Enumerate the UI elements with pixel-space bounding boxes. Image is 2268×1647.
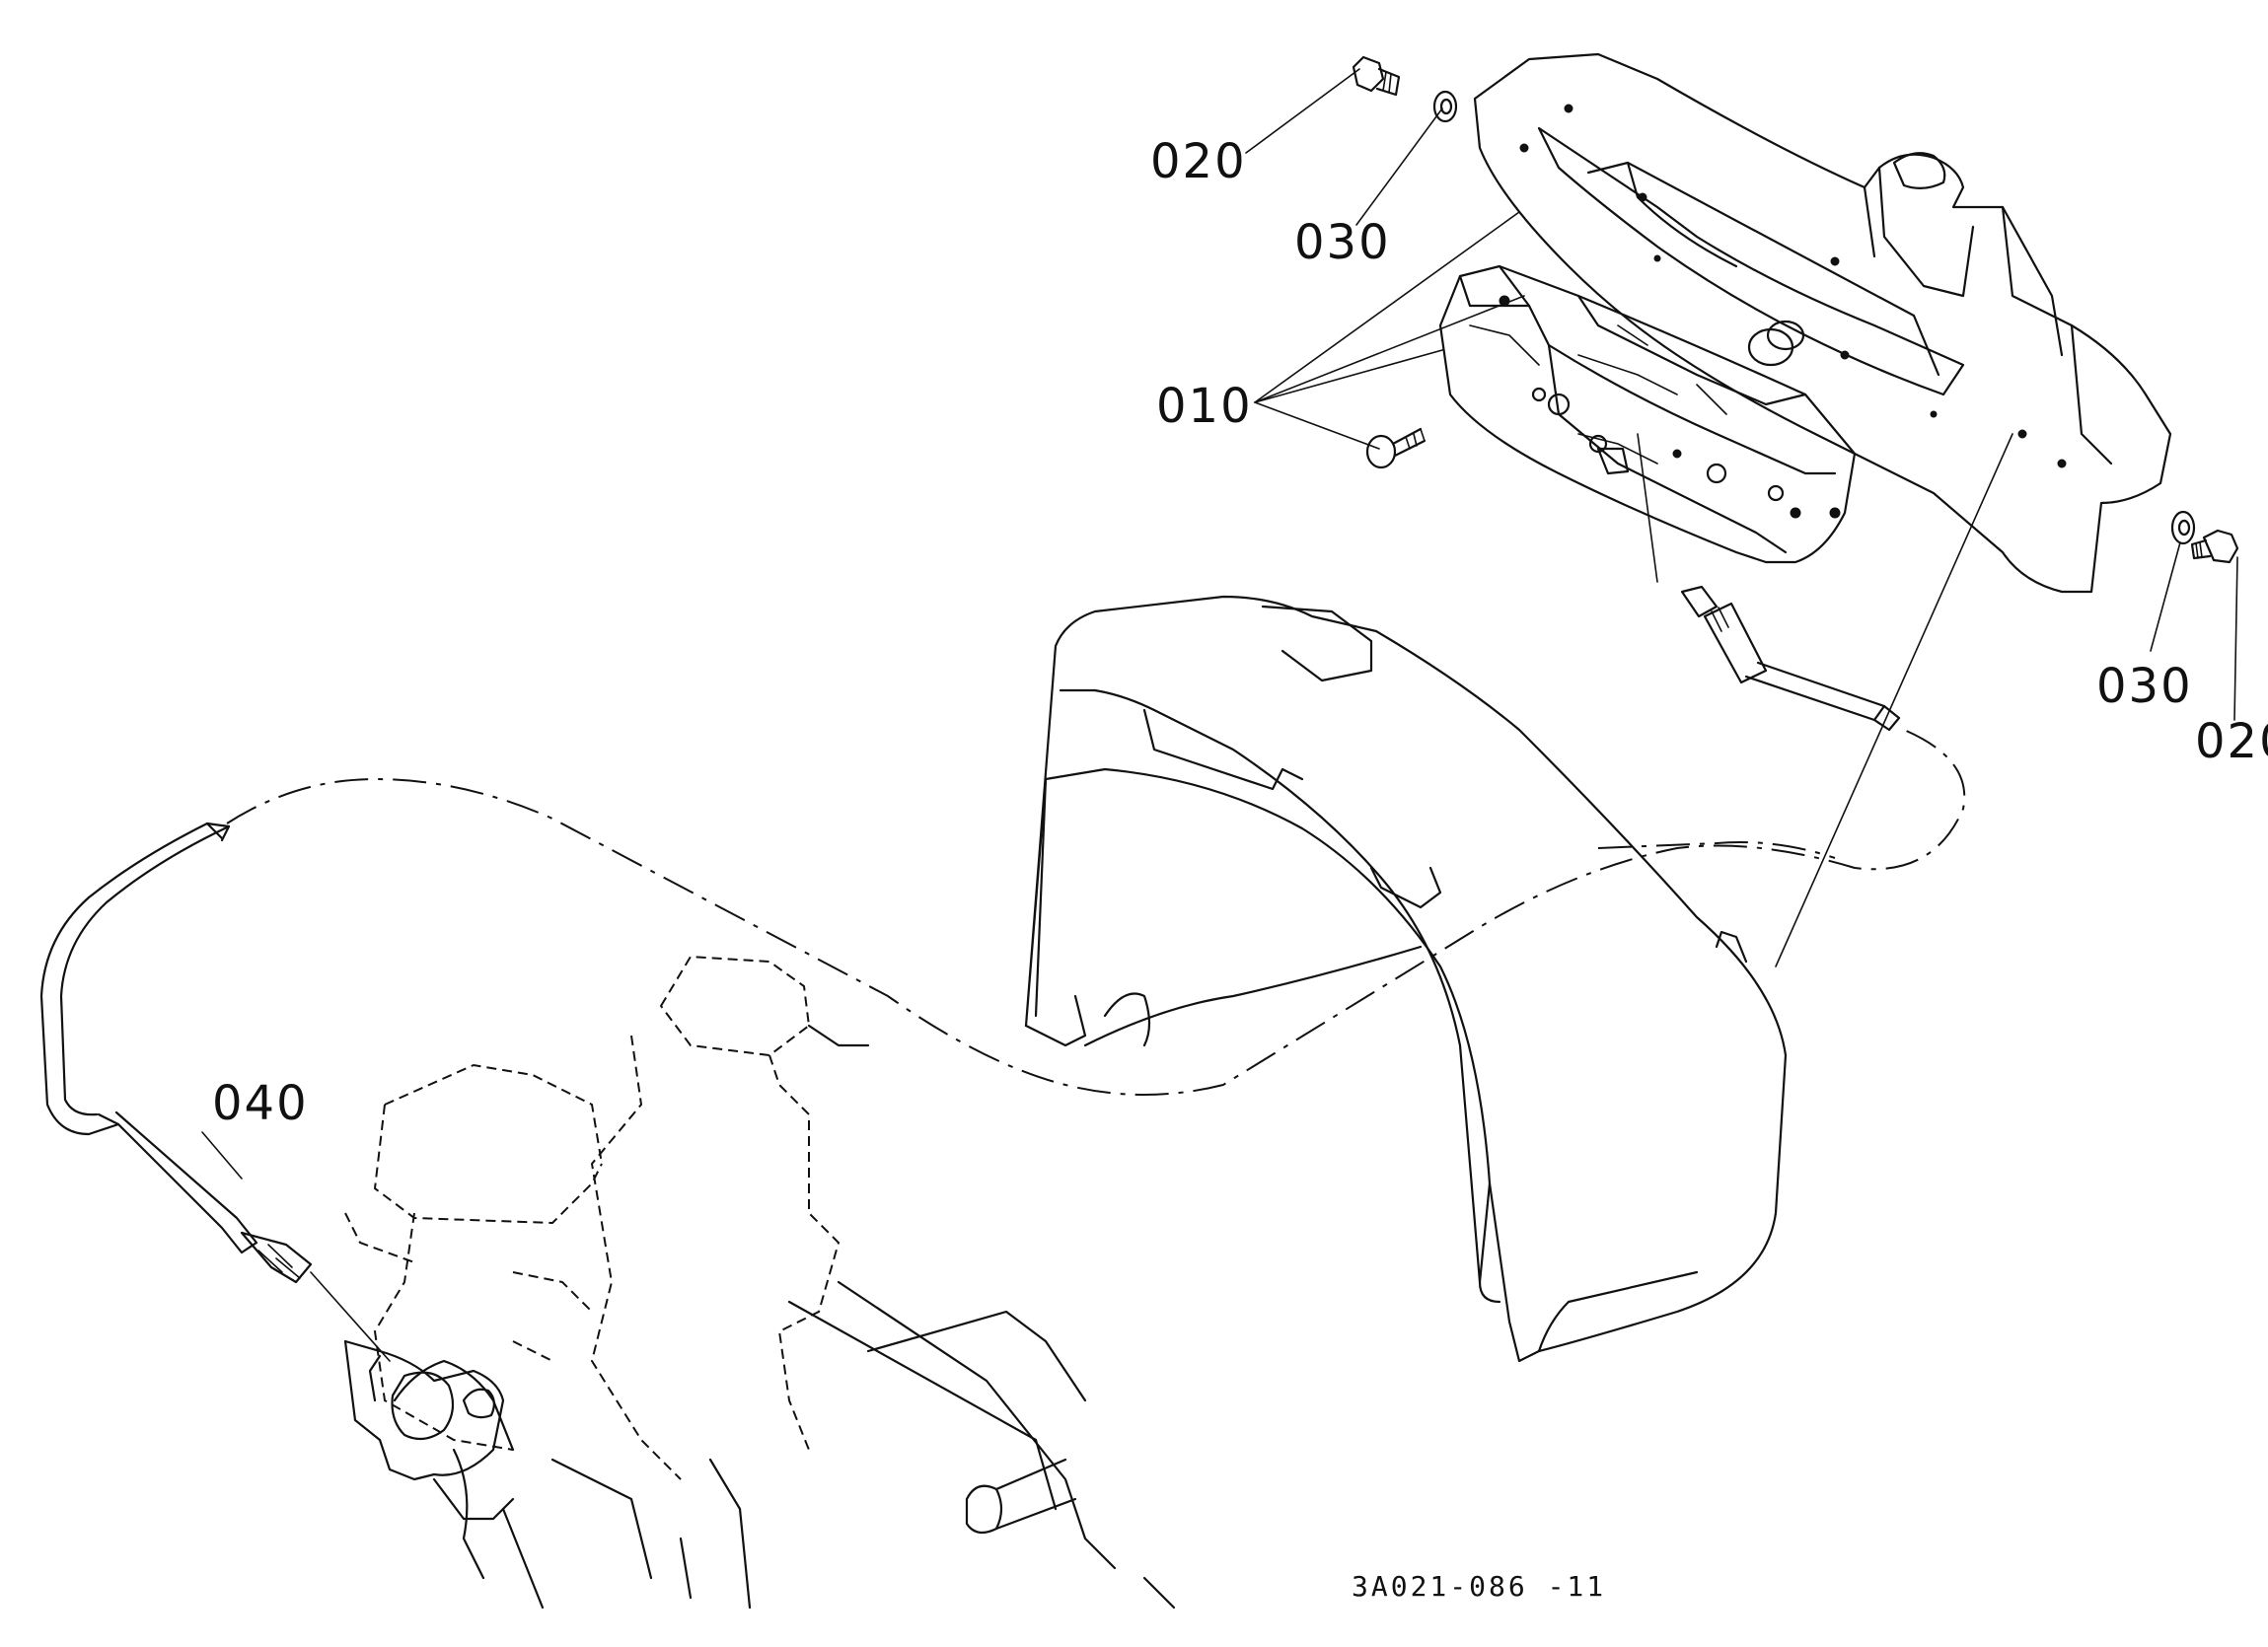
callout-020-top: 020 [1150,134,1247,189]
instrument-housing [1473,52,2172,594]
bolt-020-right [2190,529,2239,564]
callout-010: 010 [1156,379,1253,434]
screw-010 [1365,427,1427,469]
washer-030-top [1432,90,1458,123]
cable-route-centerline [226,729,1966,1096]
cable-upper-end [1680,585,1901,732]
washer-030-right [2170,510,2196,545]
drawing-code: 3A021-086 -11 [1352,1570,1606,1603]
callout-040: 040 [212,1076,309,1131]
callout-030-right: 030 [2096,659,2193,714]
cable-route-branch [1597,841,1836,859]
transmission-frame [344,955,1176,1610]
callout-030-top: 030 [1294,215,1391,270]
gearbox-connector [343,1339,515,1521]
instrument-panel [1438,264,1857,564]
bolt-020-top [1352,55,1401,97]
callout-020-right: 020 [2195,714,2268,769]
leader-lines [201,68,2238,1180]
fender-panel [1024,595,1788,1363]
